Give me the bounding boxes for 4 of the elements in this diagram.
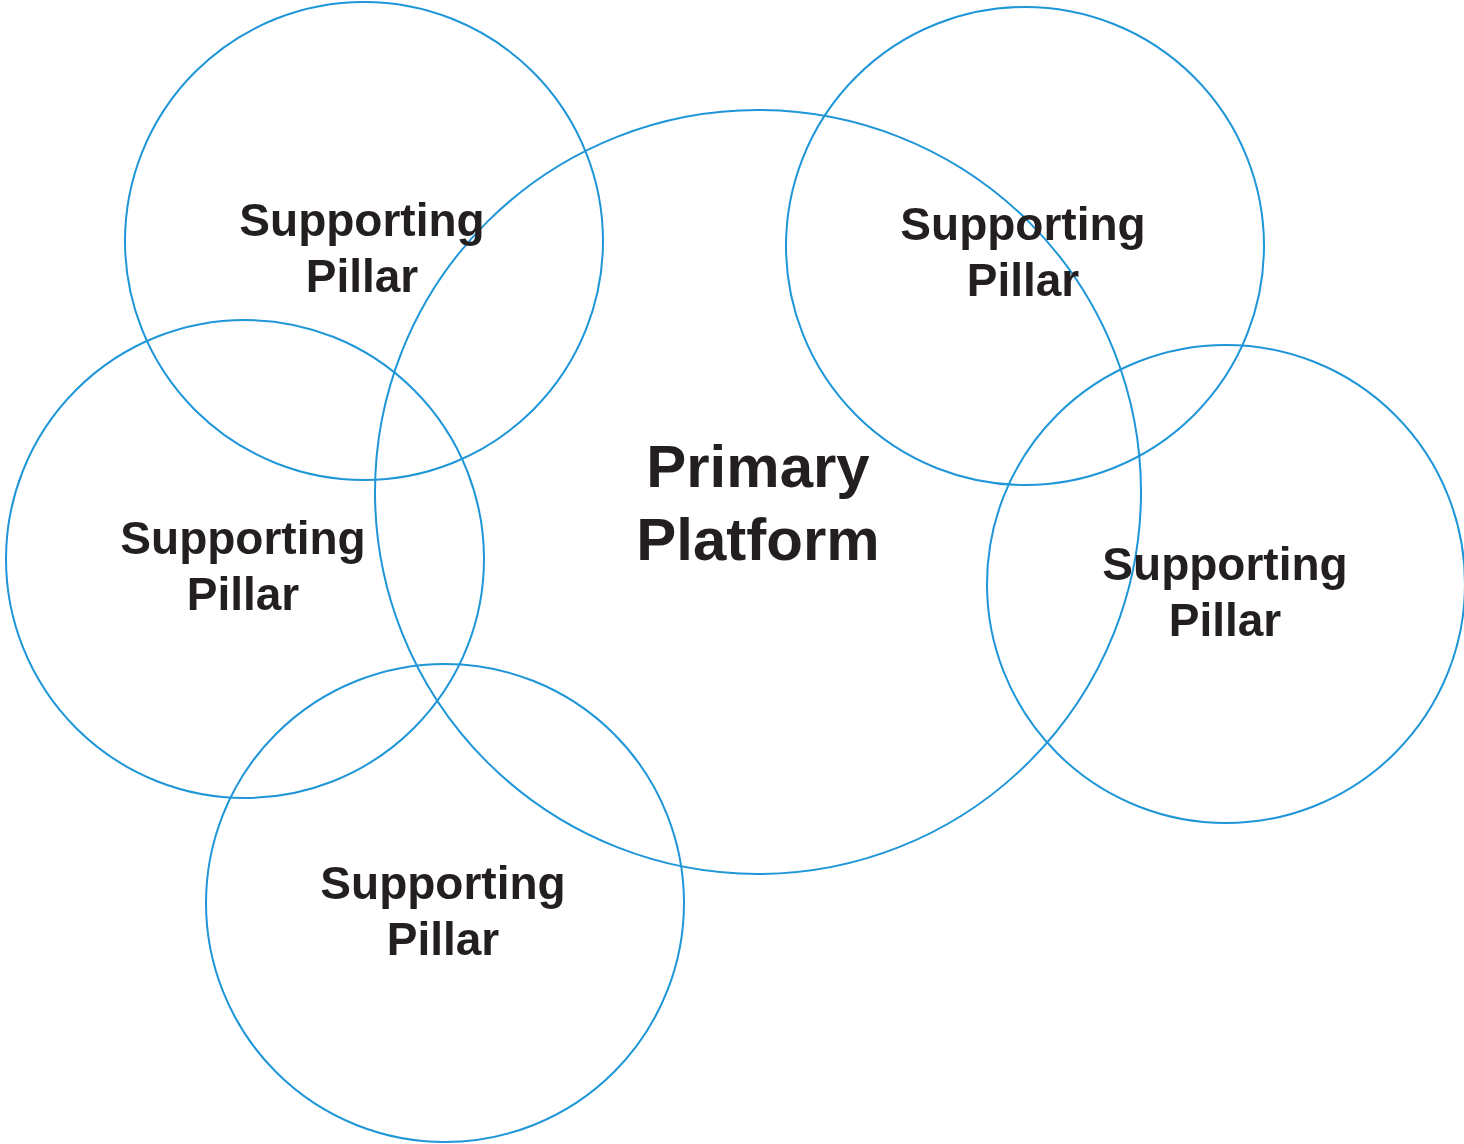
- circle-label: Supporting Pillar: [119, 511, 367, 622]
- circle-label: Primary Platform: [635, 432, 881, 575]
- circle-label: Supporting Pillar: [319, 856, 567, 967]
- circle-label: Supporting Pillar: [238, 193, 486, 304]
